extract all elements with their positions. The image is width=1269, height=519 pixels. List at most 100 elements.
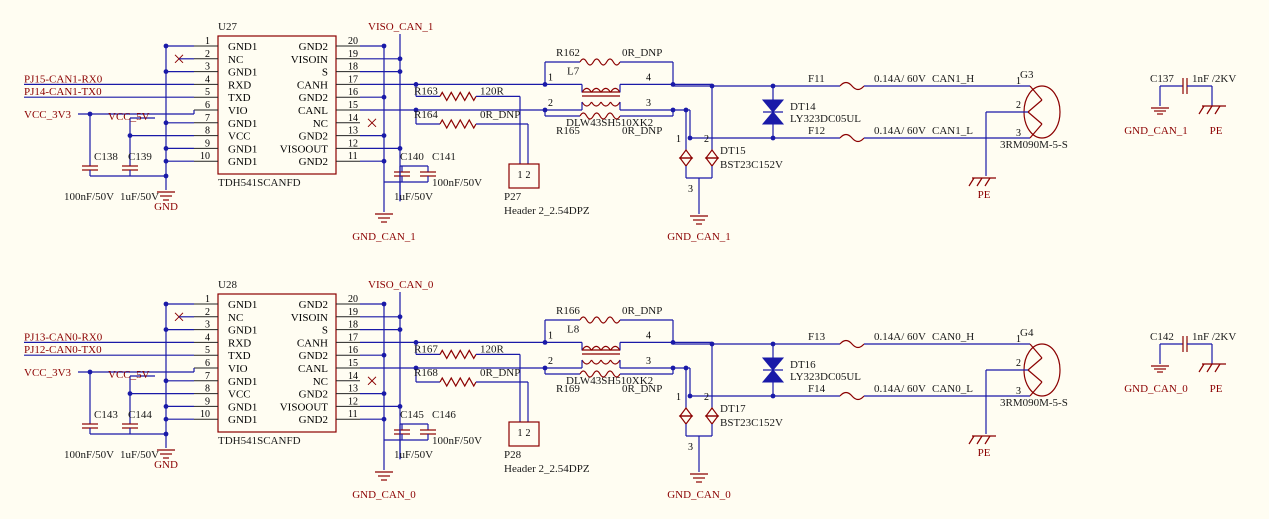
fuse-net: CAN0_H — [932, 331, 974, 343]
pin-name: GND2 — [299, 156, 328, 168]
cap-ref: C138 — [94, 151, 118, 163]
cap-value: 1nF /2KV — [1192, 73, 1236, 85]
resistor-ref: R165 — [556, 125, 580, 137]
fuse — [839, 133, 865, 143]
resistor-ref: R169 — [556, 383, 580, 395]
connector-pin: 3 — [1016, 386, 1021, 397]
pin-name: CANL — [298, 363, 328, 375]
pin-name: CANH — [297, 337, 328, 349]
choke-coil — [590, 101, 602, 107]
pin-number: 19 — [348, 49, 358, 60]
junction-dot — [687, 393, 693, 399]
pe-symbol — [968, 435, 975, 445]
pin-number: 16 — [348, 87, 358, 98]
resistor-value: 120R — [480, 85, 505, 97]
choke-coil — [600, 345, 612, 351]
choke-ref: L7 — [567, 65, 580, 77]
pin-number: 3 — [205, 62, 210, 73]
tvs-pin: 1 — [676, 392, 681, 403]
choke-coil — [600, 359, 612, 365]
no-connect-mark — [367, 118, 377, 128]
pin-number: 19 — [348, 307, 358, 318]
pin-number: 14 — [348, 113, 358, 124]
net-label-gnd-iso: GND_CAN_0 — [352, 489, 416, 501]
pin-name: S — [322, 325, 328, 337]
pin-number: 2 — [205, 307, 210, 318]
header-connector — [508, 163, 540, 189]
resistor — [439, 91, 477, 102]
junction-dot — [163, 378, 169, 384]
tvs-diode — [761, 111, 785, 125]
choke-pin: 4 — [646, 72, 651, 83]
pin-name: NC — [313, 376, 328, 388]
junction-dot — [683, 365, 689, 371]
fuse-value: 0.14A/ 60V — [874, 331, 926, 343]
header-part: Header 2_2.54DPZ — [504, 205, 590, 217]
pin-name: GND1 — [228, 143, 257, 155]
pe-symbol — [976, 177, 983, 187]
pe-symbol — [1198, 105, 1205, 115]
tvs-pin: 2 — [704, 392, 709, 403]
pin-name: GND2 — [299, 389, 328, 401]
junction-dot — [397, 327, 403, 332]
choke-coil — [581, 101, 593, 107]
net-label-gnd-iso: GND_CAN_0 — [667, 489, 731, 501]
pin-number: 11 — [348, 409, 358, 420]
tvs-diode — [761, 99, 785, 113]
can-connector — [1027, 357, 1043, 371]
resistor-ref: R167 — [414, 343, 438, 355]
pin-number: 18 — [348, 62, 358, 73]
cap-ref: C140 — [400, 151, 424, 163]
choke-pin: 4 — [646, 330, 651, 341]
choke-coil — [609, 359, 621, 365]
connector-ref: G3 — [1020, 69, 1034, 81]
pe-symbol — [984, 177, 991, 187]
resistor — [579, 370, 621, 378]
choke-coil — [590, 359, 602, 365]
junction-dot — [381, 416, 387, 422]
junction-dot — [127, 391, 133, 396]
junction-dot — [163, 43, 169, 49]
connector-part: 3RM090M-5-S — [1000, 139, 1068, 151]
pin-number: 3 — [205, 320, 210, 331]
junction-dot — [87, 111, 93, 117]
pe-symbol — [976, 435, 983, 445]
pin-name: VCC — [228, 131, 251, 143]
chip-part: TDH541SCANFD — [218, 435, 301, 447]
pin-number: 12 — [348, 396, 358, 407]
pin-number: 4 — [205, 74, 210, 85]
junction-dot — [381, 133, 387, 139]
header-pin: 1 — [518, 170, 523, 181]
cap-value: 1uF/50V — [394, 191, 433, 203]
choke-coil — [581, 359, 593, 365]
pin-name: GND1 — [228, 67, 257, 79]
resistor — [439, 376, 477, 388]
cap-value: 100nF/50V — [432, 177, 482, 189]
resistor-value: 120R — [480, 343, 505, 355]
pin-number: 6 — [205, 358, 210, 369]
net-label-gnd-iso: GND_CAN_1 — [1124, 125, 1188, 137]
tvs-pin: 3 — [688, 184, 693, 195]
cap-ref: C139 — [128, 151, 152, 163]
header-pin: 2 — [526, 170, 531, 181]
resistor-ref: R163 — [414, 85, 438, 97]
choke-pin: 3 — [646, 356, 651, 367]
fuse-value: 0.14A/ 60V — [874, 125, 926, 137]
choke-coil — [590, 87, 602, 93]
net-label-tx: PJ14-CAN1-TX0 — [24, 86, 102, 98]
pin-number: 1 — [205, 36, 210, 47]
junction-dot — [397, 56, 403, 62]
transceiver-chip — [217, 35, 337, 175]
connector-pin: 3 — [1016, 128, 1021, 139]
net-label-gnd: GND — [154, 201, 178, 213]
junction-dot — [381, 158, 387, 164]
tvs-diode — [704, 415, 720, 425]
pin-number: 6 — [205, 100, 210, 111]
junction-dot — [397, 69, 403, 74]
pin-name: NC — [313, 118, 328, 130]
net-label-gnd-iso: GND_CAN_1 — [352, 231, 416, 243]
net-label-vcc5v: VCC_5V — [108, 111, 150, 123]
pin-name: VISOIN — [291, 54, 328, 66]
net-label-gnd: GND — [154, 459, 178, 471]
